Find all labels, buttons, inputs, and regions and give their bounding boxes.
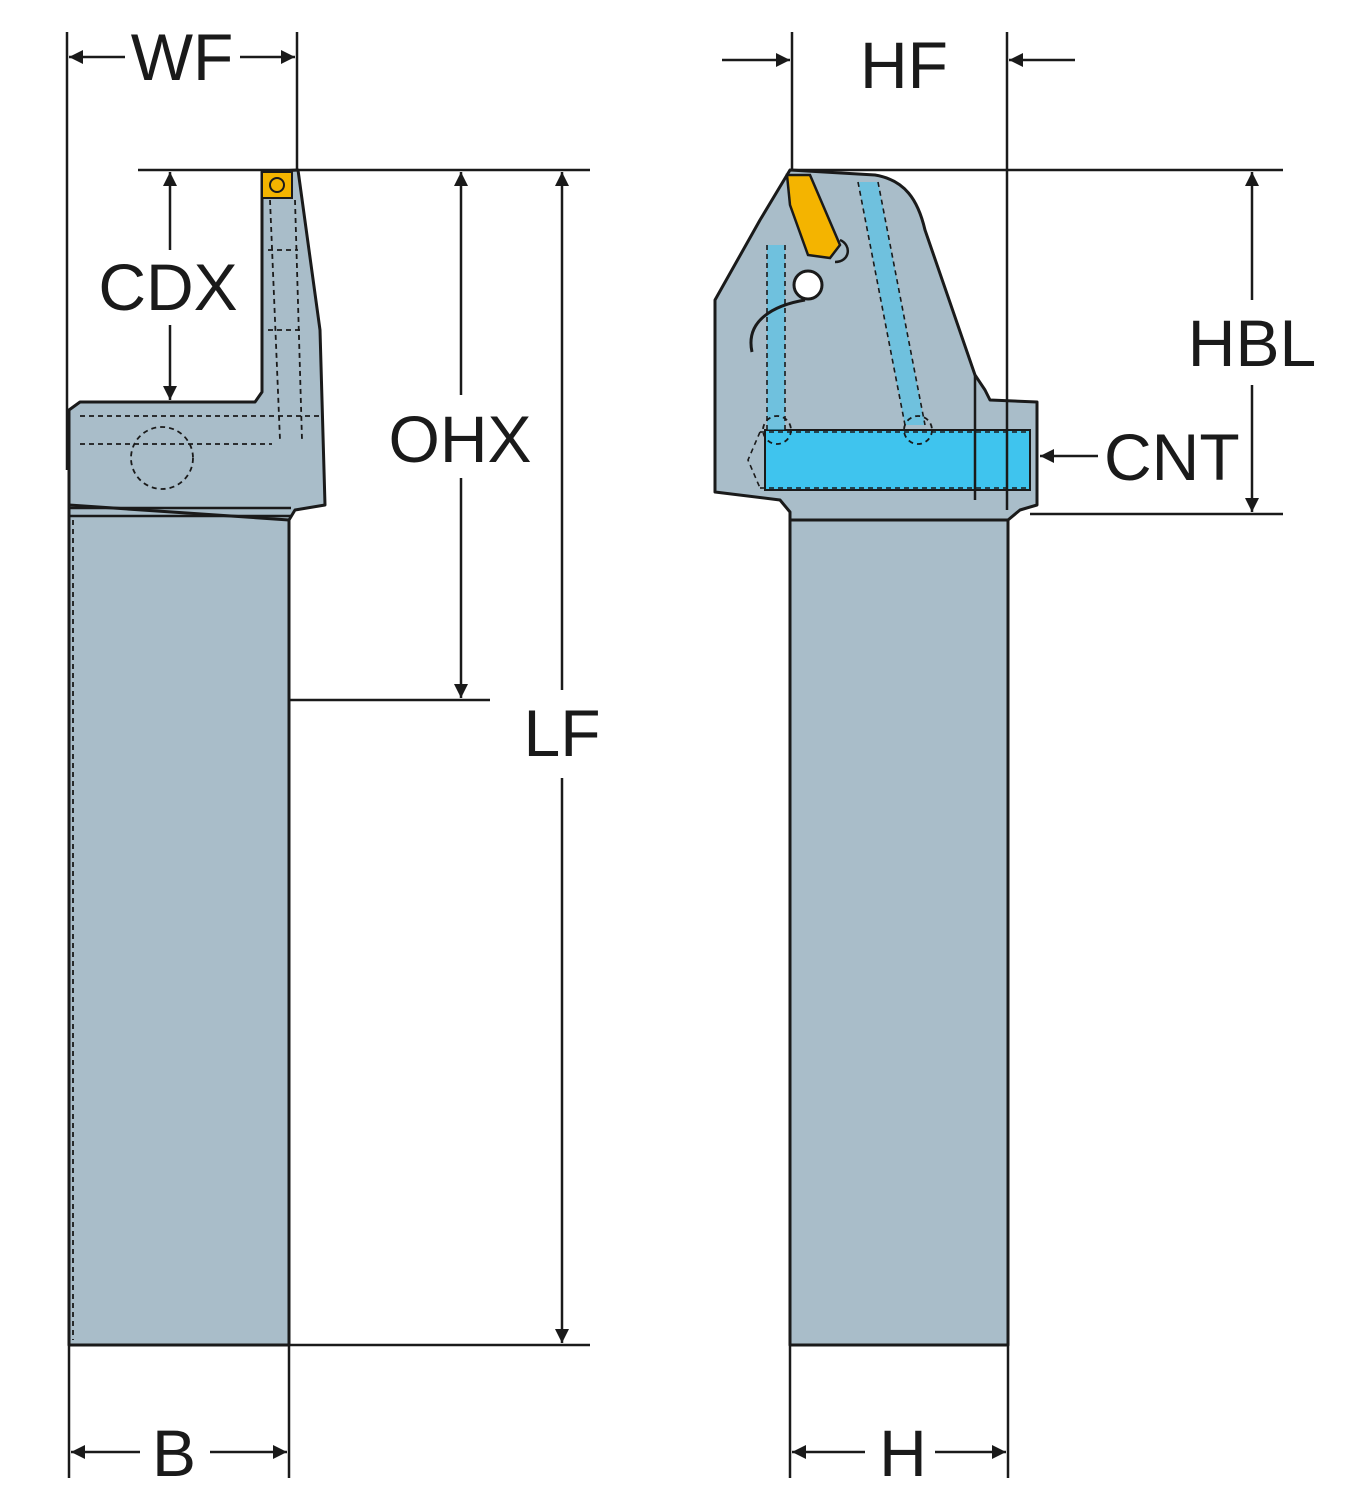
hbl-label: HBL xyxy=(1188,306,1316,380)
front-shank xyxy=(788,510,1010,1347)
front-spring-wire xyxy=(749,298,806,353)
side-hidden-bore xyxy=(130,426,194,490)
front-insert xyxy=(785,173,842,260)
front-port-right xyxy=(903,415,933,445)
front-coolant-channel xyxy=(764,429,1031,491)
b-label: B xyxy=(152,1416,196,1490)
cdx-label: CDX xyxy=(98,250,237,324)
front-coolant-passage-right xyxy=(857,181,926,426)
side-insert-screw xyxy=(269,177,285,193)
h-label: H xyxy=(879,1416,927,1490)
front-port-left xyxy=(762,415,792,445)
hf-label: HF xyxy=(860,28,948,102)
front-clamp-screw xyxy=(792,269,824,301)
front-insert-seat xyxy=(834,238,849,264)
cnt-label: CNT xyxy=(1104,420,1240,494)
ohx-label: OHX xyxy=(388,402,531,476)
wf-label: WF xyxy=(131,20,234,94)
side-hidden-blade-1 xyxy=(269,199,281,441)
side-shank xyxy=(67,503,291,1347)
front-channel-tip xyxy=(747,431,761,489)
side-view: WF CDX OHX LF B xyxy=(65,20,601,1490)
side-hidden-blade-2 xyxy=(294,199,303,441)
front-view: HF HBL CNT H xyxy=(713,28,1316,1490)
side-head xyxy=(67,168,327,522)
lf-label: LF xyxy=(523,696,600,770)
front-coolant-passage-left xyxy=(766,245,786,430)
side-insert xyxy=(261,171,293,199)
